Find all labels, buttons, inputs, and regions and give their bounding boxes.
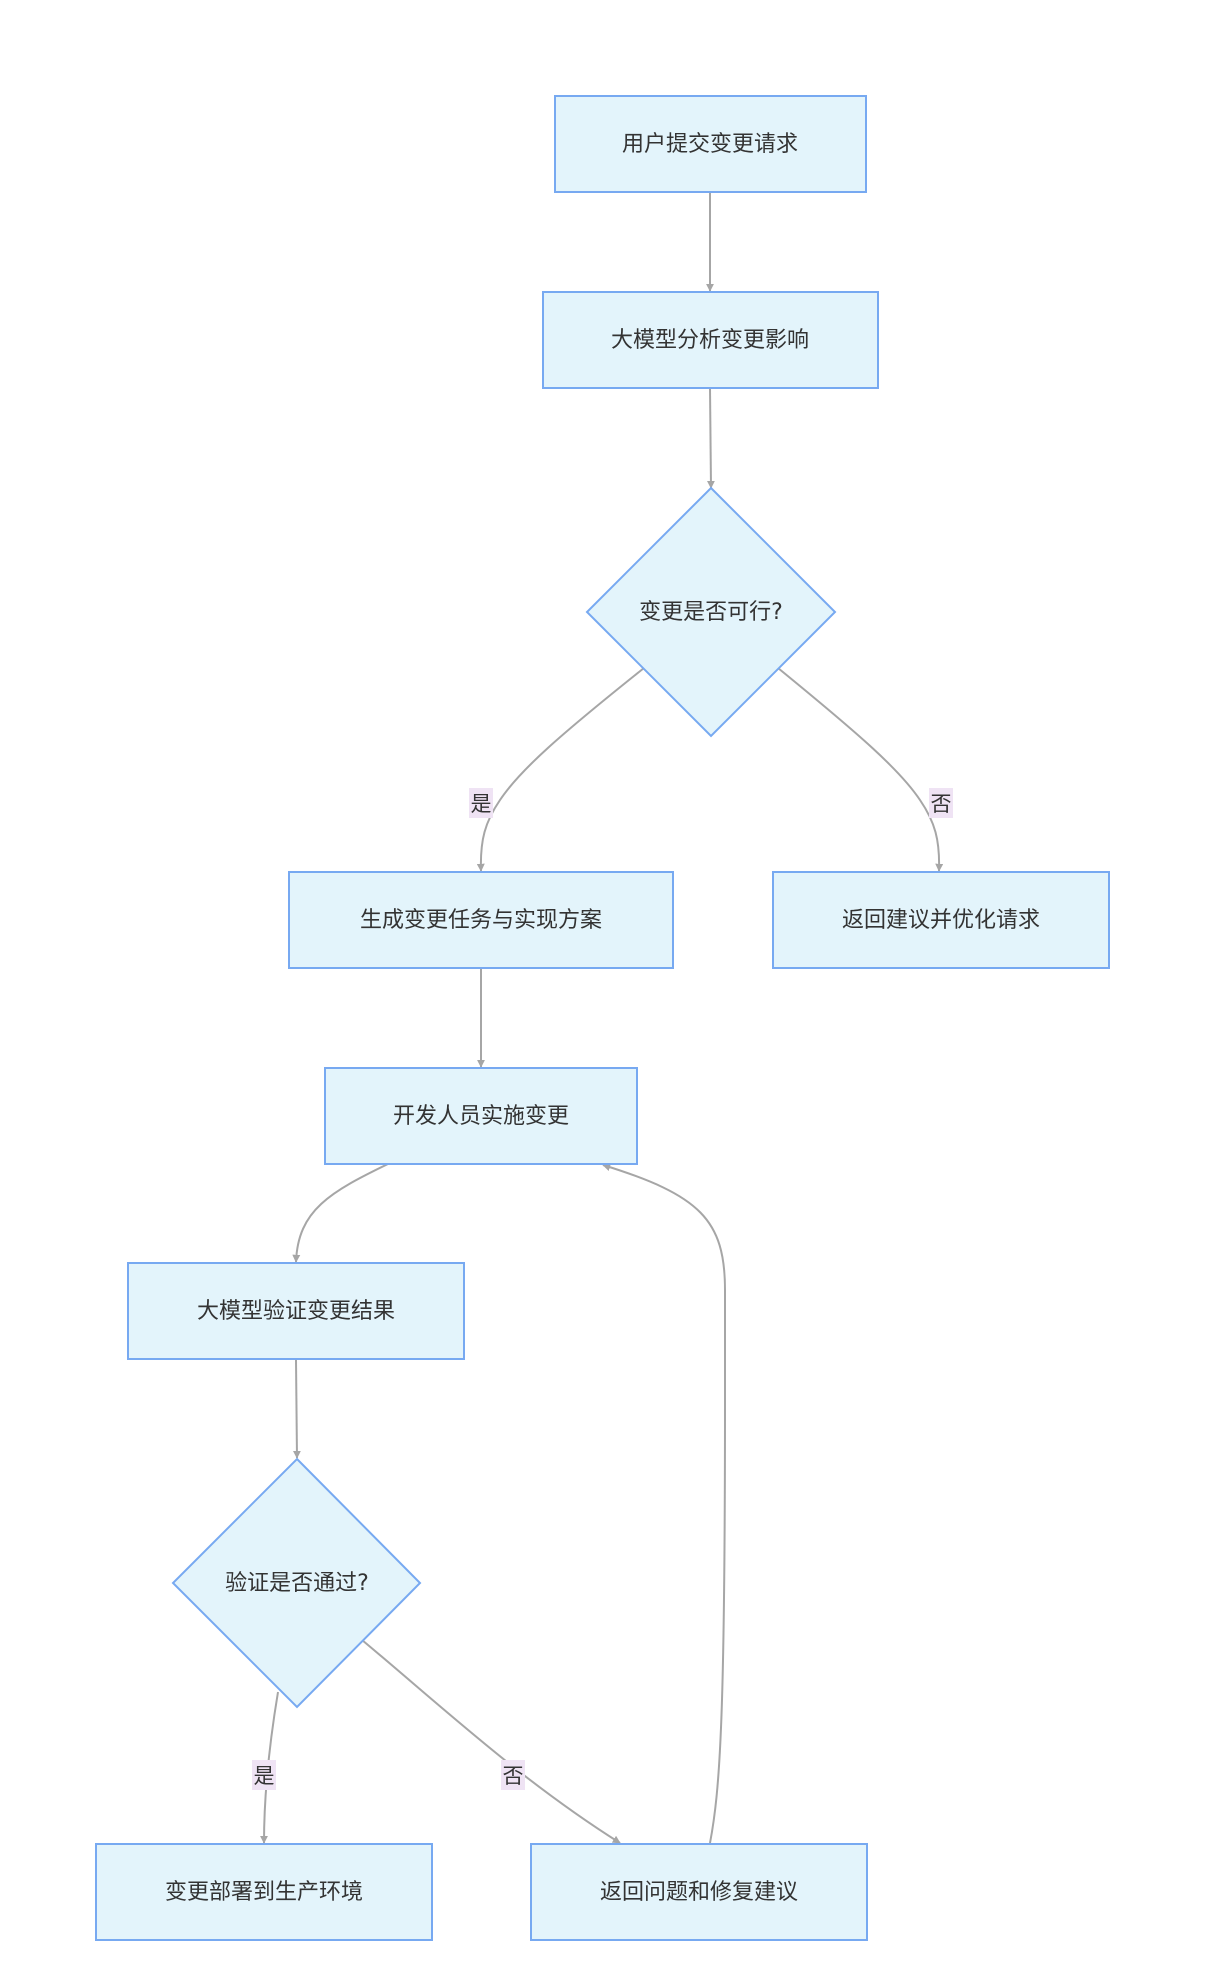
edge-passed-to-return-issue [361, 1639, 621, 1844]
node-deploy-production: 变更部署到生产环境 [95, 1843, 433, 1941]
edge-implement-to-verify [292, 1162, 391, 1263]
edge-label-feasible-yes: 是 [469, 788, 493, 818]
node-submit-request: 用户提交变更请求 [554, 95, 867, 193]
edge-verify-to-passed [292, 1359, 301, 1459]
node-return-suggestion-label: 返回建议并优化请求 [842, 908, 1040, 933]
edge-label-passed-no: 否 [501, 1760, 525, 1790]
edge-label-passed-yes: 是 [252, 1760, 276, 1790]
node-analyze-impact: 大模型分析变更影响 [542, 291, 879, 389]
edge-analyze-to-feasible [706, 387, 715, 489]
decision-passed-label: 验证是否通过? [225, 1571, 369, 1596]
edges [260, 193, 944, 1844]
edge-feasible-to-generate [476, 667, 645, 872]
node-implement-change-label: 开发人员实施变更 [393, 1104, 569, 1129]
node-verify-result-label: 大模型验证变更结果 [197, 1299, 395, 1324]
decision-feasible-label: 变更是否可行? [639, 600, 783, 625]
edge-label-feasible-yes-text: 是 [471, 792, 492, 816]
edge-label-passed-yes-text: 是 [254, 1764, 275, 1788]
edge-label-feasible-no: 否 [929, 788, 953, 818]
node-verify-result: 大模型验证变更结果 [127, 1262, 465, 1360]
edge-label-passed-no-text: 否 [503, 1764, 524, 1788]
node-generate-plan-label: 生成变更任务与实现方案 [360, 908, 602, 933]
edge-label-feasible-no-text: 否 [931, 792, 952, 816]
node-implement-change: 开发人员实施变更 [324, 1067, 638, 1165]
edge-return-issue-to-implement [602, 1163, 726, 1844]
node-return-issue: 返回问题和修复建议 [530, 1843, 868, 1941]
node-return-suggestion: 返回建议并优化请求 [772, 871, 1110, 969]
decision-feasible: 变更是否可行? [585, 486, 837, 738]
node-analyze-impact-label: 大模型分析变更影响 [611, 328, 809, 353]
node-submit-request-label: 用户提交变更请求 [622, 132, 798, 157]
node-deploy-production-label: 变更部署到生产环境 [165, 1880, 363, 1905]
node-generate-plan: 生成变更任务与实现方案 [288, 871, 674, 969]
node-return-issue-label: 返回问题和修复建议 [600, 1880, 798, 1905]
decision-passed: 验证是否通过? [171, 1457, 422, 1709]
edge-feasible-to-return-suggest [777, 667, 944, 872]
